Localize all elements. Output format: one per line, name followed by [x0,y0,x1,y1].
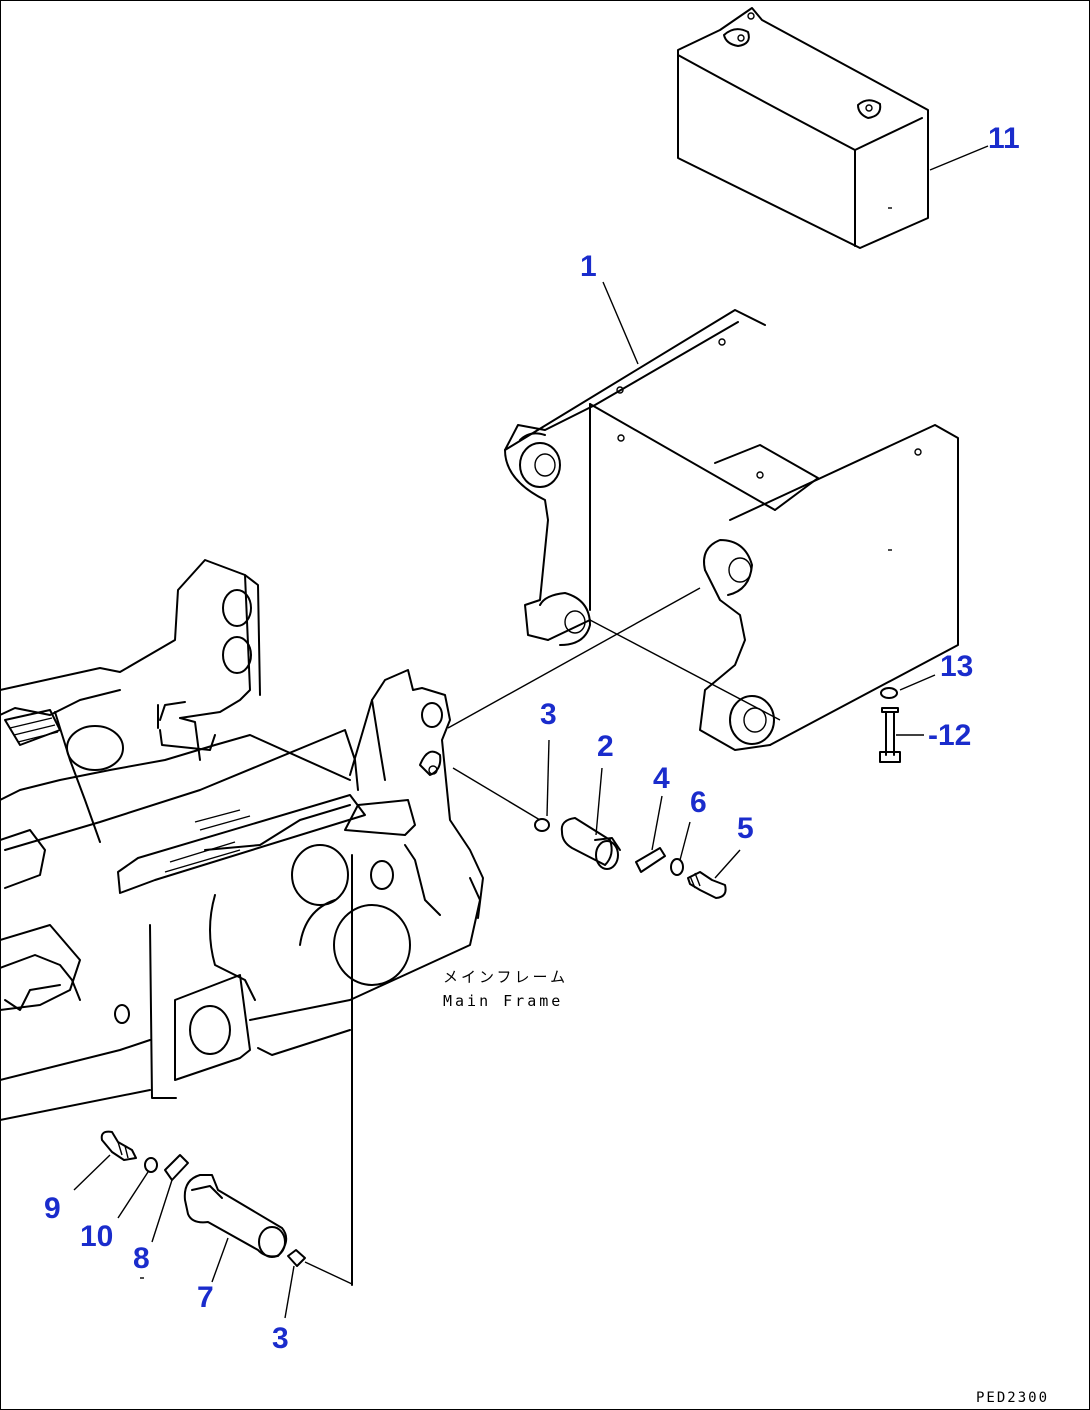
leader-3-upper [546,739,550,817]
leader-10 [117,1171,149,1219]
part-12-bolt[interactable] [879,707,901,763]
callout-3-upper: 3 [540,698,557,731]
assembly-line-cross [589,619,781,721]
leader-7 [211,1237,229,1283]
leader-5 [714,849,741,879]
callout-9: 9 [44,1192,61,1225]
callout-4: 4 [653,762,670,795]
leader-6 [679,821,691,861]
callout-5: 5 [737,812,754,845]
part-3-upper-spacer[interactable] [534,818,550,832]
assembly-line-lower [452,767,541,821]
callout-6: 6 [690,786,707,819]
leader-2 [595,767,603,836]
part-3-lower-spacer[interactable] [287,1249,306,1267]
leader-8 [151,1179,173,1243]
callout-12: -12 [928,719,971,752]
leader-3-lower [284,1265,295,1319]
part-2-pin[interactable] [560,817,621,870]
main-frame-label-jp: メインフレーム [443,968,568,986]
callout-3-lower: 3 [272,1322,289,1355]
part-1-bracket[interactable] [504,309,959,751]
part-11-box[interactable] [677,7,929,249]
part-6-washer[interactable] [670,858,684,876]
callout-10: 10 [80,1220,113,1253]
callout-13: 13 [940,650,973,683]
callout-2: 2 [597,730,614,763]
main-frame-label-en: Main Frame [443,992,563,1010]
part-7-pin[interactable] [183,1174,288,1258]
drawing-code: PED2300 [976,1390,1049,1406]
part-8-plate[interactable] [164,1154,189,1181]
part-10-washer[interactable] [144,1157,158,1173]
leader-9 [73,1154,111,1191]
callout-11: 11 [988,122,1020,155]
leader-13 [899,674,936,691]
callout-7: 7 [197,1281,214,1314]
callout-1: 1 [580,250,597,283]
part-13-washer[interactable] [880,687,898,699]
leader-1 [602,281,639,365]
leader-4 [651,795,663,851]
part-9-bolt[interactable] [100,1130,137,1161]
part-5-bolt[interactable] [687,871,727,899]
main-frame[interactable] [0,559,484,1286]
leader-11 [929,145,989,171]
part-4-plate[interactable] [635,847,666,873]
assembly-line-upper [447,587,701,729]
assembly-line-lower-pin [304,1261,353,1285]
callout-8: 8 [133,1242,150,1275]
